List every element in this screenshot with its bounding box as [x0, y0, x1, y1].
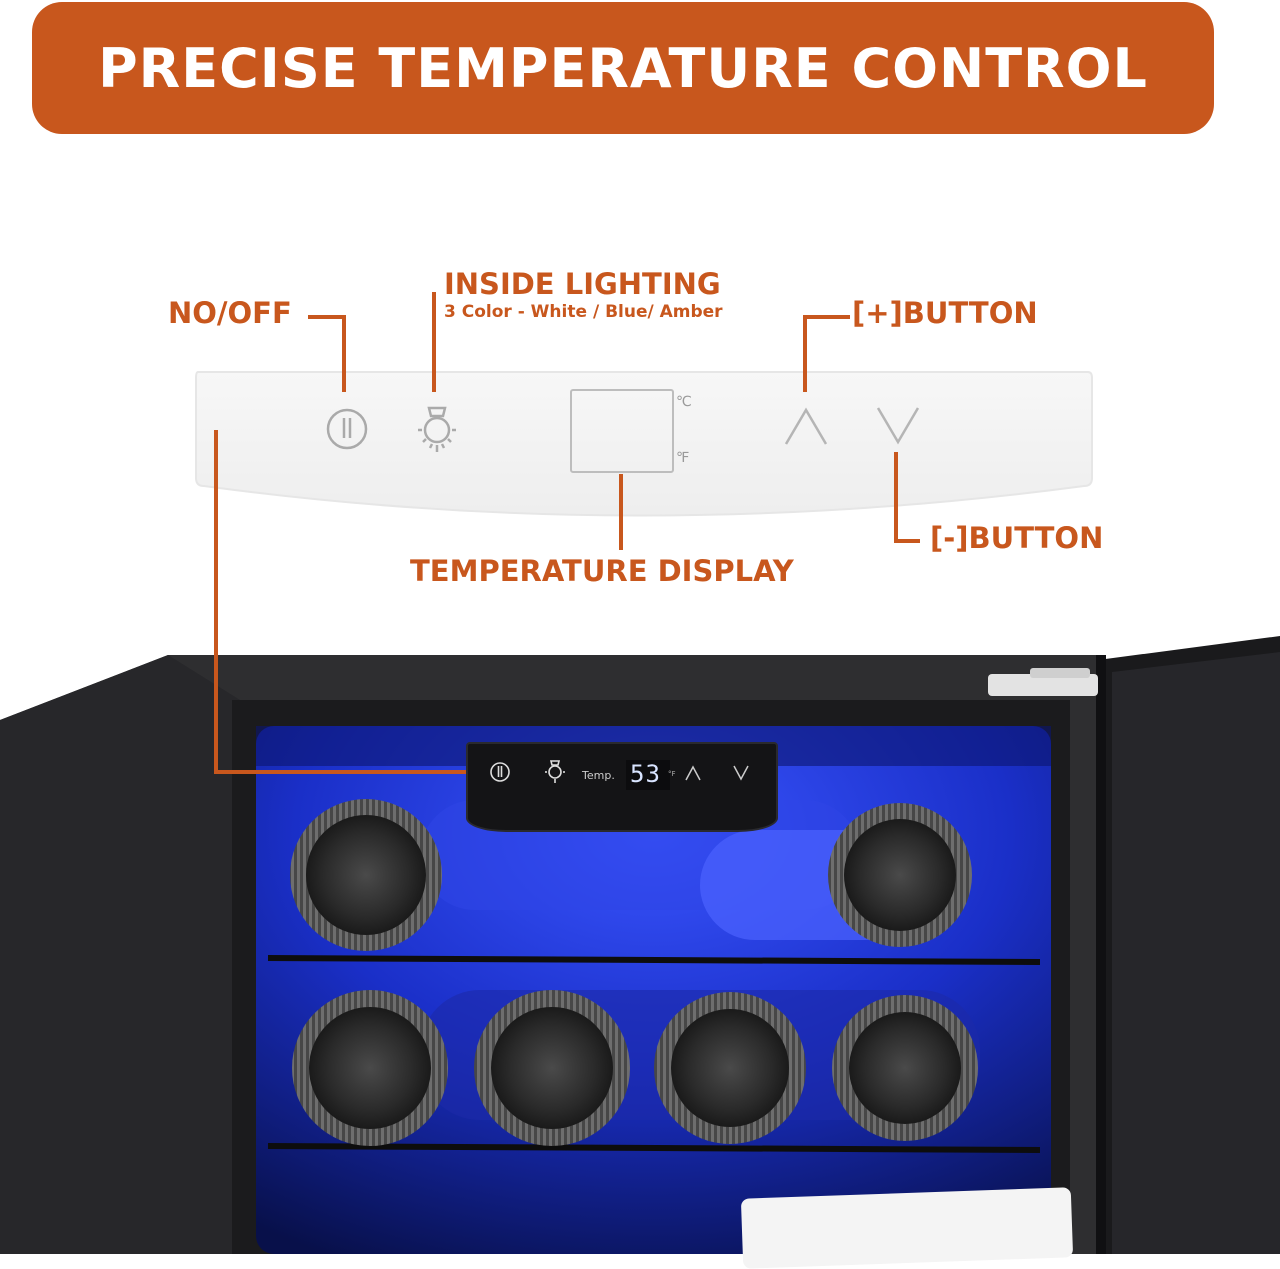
- bottle-label: [740, 1187, 1074, 1269]
- fridge-temp-screen: [626, 760, 670, 790]
- down-chevron-icon[interactable]: [874, 404, 922, 448]
- fridge-power-icon[interactable]: [488, 760, 512, 784]
- lighting-callout-subtitle: 3 Color - White / Blue/ Amber: [444, 302, 723, 322]
- up-chevron-icon[interactable]: [782, 404, 830, 448]
- power-callout-label: NO/OFF: [168, 296, 292, 330]
- bulb-icon[interactable]: [412, 402, 462, 456]
- fridge-up-chevron-icon[interactable]: [684, 764, 702, 782]
- banner-title: PRECISE TEMPERATURE CONTROL: [98, 36, 1148, 100]
- temperature-display-box: [570, 389, 674, 473]
- temperature-display-callout-label: TEMPERATURE DISPLAY: [410, 554, 794, 588]
- fridge-bulb-icon[interactable]: [542, 758, 568, 786]
- plus-button-callout-label: [+]BUTTON: [852, 296, 1038, 330]
- fridge-temp-unit: °F: [668, 770, 676, 778]
- minus-button-callout-label: [-]BUTTON: [930, 521, 1104, 555]
- lighting-callout-title: INSIDE LIGHTING: [444, 267, 721, 301]
- fahrenheit-unit-label: ℉: [676, 450, 690, 466]
- fridge-temp-value: 53: [630, 760, 661, 788]
- fridge-control-panel: [466, 742, 778, 832]
- fridge-temp-label: Temp.: [582, 769, 615, 782]
- bottle-top-right: [828, 803, 972, 947]
- power-icon[interactable]: [324, 406, 370, 452]
- control-panel-enlarged: [195, 292, 1093, 550]
- fridge-down-chevron-icon[interactable]: [732, 764, 750, 782]
- bottle-top-left: [290, 799, 442, 951]
- celsius-unit-label: ℃: [676, 394, 692, 410]
- title-banner: PRECISE TEMPERATURE CONTROL: [32, 2, 1214, 134]
